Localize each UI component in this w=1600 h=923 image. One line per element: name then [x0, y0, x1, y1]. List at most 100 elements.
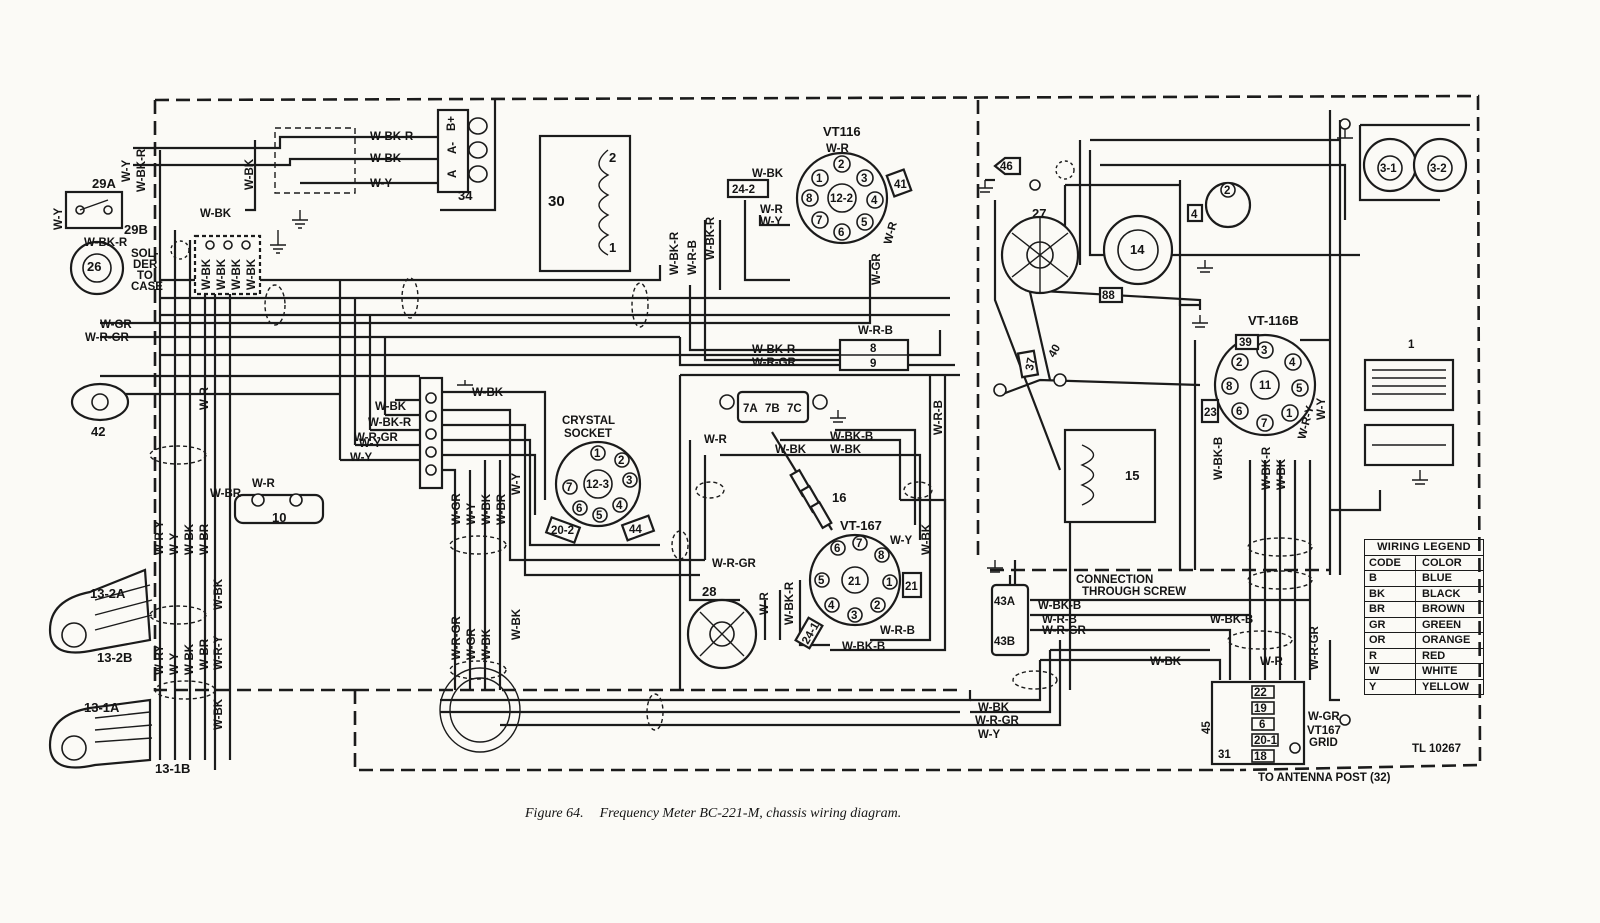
- legend-color: BLUE: [1422, 572, 1452, 584]
- solder-label-3: TO: [137, 270, 153, 282]
- jack-10: 10: [233, 493, 325, 525]
- switch-27: 27: [1000, 206, 1080, 295]
- wire-label: W-BK-B: [830, 431, 873, 443]
- component-7b-label: 7B: [765, 403, 780, 415]
- wire-label: W-BK-B: [842, 641, 885, 653]
- component-30-label: 30: [548, 193, 565, 210]
- socket-42: 42: [70, 382, 130, 439]
- legend-code: R: [1365, 648, 1416, 663]
- terminal-34: B+ A- A 34: [436, 108, 488, 203]
- switch-7: 7A 7B 7C: [719, 390, 828, 424]
- wire-label: W-BK: [201, 258, 213, 290]
- component-13-1a-label: 13-1A: [84, 700, 120, 715]
- terminal-b-plus-label: B+: [446, 116, 458, 131]
- crystal-label: CRYSTAL: [562, 415, 615, 427]
- vt167-pin-1: 1: [886, 577, 893, 589]
- wire-label: W-R-GR: [752, 357, 797, 369]
- component-46-label: 46: [1000, 161, 1013, 173]
- wire-label: W-R: [252, 478, 275, 490]
- wire-label: W-Y: [511, 473, 523, 495]
- terminal-a-minus-label: A-: [447, 142, 459, 154]
- wire-label: W-BK: [775, 444, 807, 456]
- component-10-label: 10: [272, 510, 286, 525]
- component-88: 88: [1098, 286, 1124, 304]
- wire-label: W-BK: [184, 643, 196, 675]
- connection-label-1: CONNECTION: [1076, 574, 1153, 586]
- connection-label-2: THROUGH SCREW: [1082, 586, 1186, 598]
- wire-label: W-BK-B: [1213, 437, 1225, 480]
- wire-label: W-BK: [375, 401, 407, 413]
- wire-label: W-BK: [1276, 458, 1288, 490]
- wire-label: W-R-B: [880, 625, 915, 637]
- component-2-socket: 2 4: [1186, 181, 1252, 229]
- cable-clamps: [149, 160, 1313, 753]
- component-42-label: 42: [91, 424, 105, 439]
- vt116-pin-7: 7: [816, 215, 822, 227]
- wire-label: W-BK: [1150, 656, 1182, 668]
- terminal-strip: [418, 376, 444, 490]
- sockets-3: 3-1 3-2: [1362, 137, 1468, 193]
- legend-header-color: COLOR: [1422, 556, 1462, 569]
- crystal-pin-1: 1: [594, 448, 601, 460]
- wire-label: W-BK: [978, 702, 1010, 714]
- legend-header-row: CODE COLOR: [1365, 555, 1483, 571]
- legend-code: OR: [1365, 633, 1416, 648]
- legend-row: OR ORANGE: [1365, 633, 1483, 649]
- ref-number: TL 10267: [1412, 743, 1461, 755]
- components-37-40: 37 40: [993, 343, 1067, 397]
- vt167-pin-8: 8: [878, 550, 885, 562]
- component-39-label: 39: [1239, 337, 1252, 349]
- wire-label: W-BK-R: [368, 417, 412, 429]
- component-4-label: 4: [1191, 209, 1198, 221]
- crystal-pin-2: 2: [618, 455, 624, 467]
- wire-label: W-R: [704, 434, 727, 446]
- legend-code: BK: [1365, 586, 1416, 601]
- legend-header-code: CODE: [1365, 555, 1416, 570]
- wire-label: W-BK: [244, 158, 256, 190]
- vt116b-pin-4: 4: [1289, 357, 1296, 369]
- vt167-grid-label-2: GRID: [1309, 737, 1338, 749]
- component-1-label: 1: [1408, 339, 1415, 351]
- legend-color: ORANGE: [1422, 634, 1471, 646]
- wire-label: W-BK-R: [370, 131, 414, 143]
- legend-code: Y: [1365, 679, 1416, 694]
- wire-label: W-R-B: [858, 325, 893, 337]
- wire-label: W-BK-R: [752, 344, 796, 356]
- wire-label: W-GR: [871, 253, 883, 285]
- component-24-2-label: 24-2: [732, 184, 755, 196]
- component-31-label: 31: [1218, 749, 1231, 761]
- vt116-pin-8: 8: [806, 193, 813, 205]
- switch-28: 28 24-1: [686, 584, 824, 670]
- wire-label: W-BK: [511, 608, 523, 640]
- wire-label: W-BK: [472, 387, 504, 399]
- wire-label: W-R-B: [933, 400, 945, 435]
- component-1: 1: [1363, 339, 1455, 467]
- wire-label: W-GR: [1308, 711, 1340, 723]
- wire-label: W-R: [199, 387, 211, 410]
- component-40-label: 40: [1046, 343, 1063, 360]
- wire-label: W-Y: [121, 160, 133, 182]
- vt167-label: VT-167: [840, 518, 882, 533]
- wire-label: W-R: [1260, 656, 1283, 668]
- component-22-label: 22: [1254, 687, 1267, 699]
- vt167-pin-4: 4: [828, 600, 835, 612]
- wire-label: W-BK-B: [1210, 614, 1253, 626]
- wire-label: W-BK-R: [136, 148, 148, 192]
- wire-label: W-GR: [466, 628, 478, 660]
- wire-label: W-R-GR: [451, 615, 463, 660]
- component-19-label: 19: [1254, 703, 1267, 715]
- figure-title: Frequency Meter BC-221-M, chassis wiring…: [599, 806, 902, 821]
- component-16: 16: [771, 431, 846, 531]
- component-37-label: 37: [1024, 357, 1038, 372]
- wire-label: W-BK: [246, 258, 258, 290]
- vt167-pin-6: 6: [834, 543, 840, 555]
- coil-15: 15: [1063, 428, 1157, 524]
- tube-socket-vt116: 12-2 VT116 1 2 3 4 5 6 7 8 41: [795, 124, 913, 245]
- vt116b-pin-5: 5: [1296, 383, 1303, 395]
- vt116-pin-3: 3: [861, 173, 867, 185]
